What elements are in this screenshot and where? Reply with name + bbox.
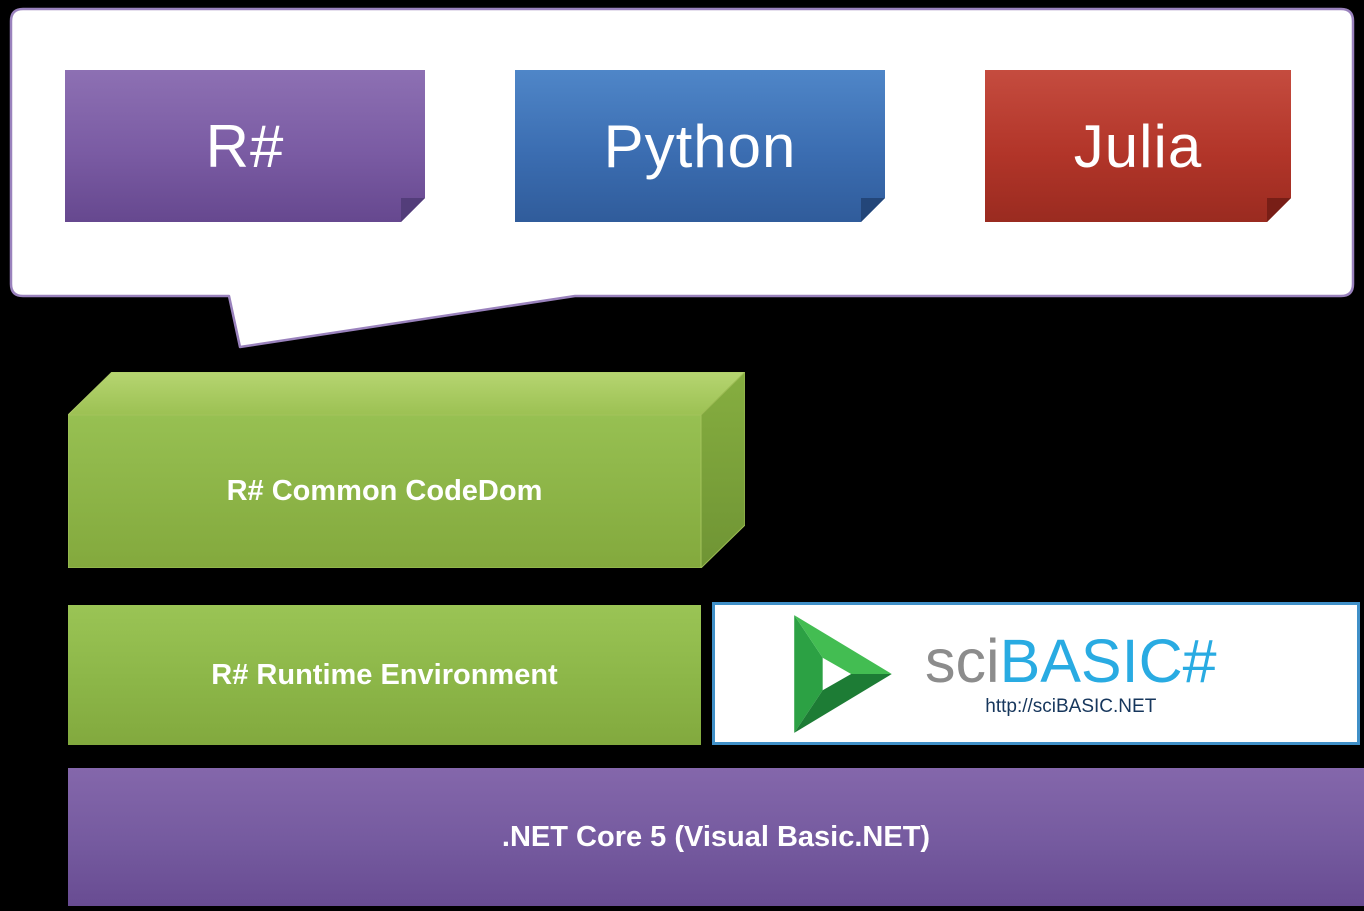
runtime-label: R# Runtime Environment: [211, 658, 558, 691]
scibasic-wordmark-block: sciBASIC# http://sciBASIC.NET: [925, 629, 1217, 717]
language-box-python: Python: [515, 70, 885, 222]
scibasic-wordmark: sciBASIC#: [925, 629, 1217, 693]
scibasic-wordmark-hash: #: [1182, 627, 1217, 696]
scibasic-logo-icon: [794, 614, 892, 733]
language-label-python: Python: [603, 112, 797, 180]
scibasic-panel: sciBASIC# http://sciBASIC.NET: [712, 602, 1360, 745]
scibasic-url: http://sciBASIC.NET: [985, 695, 1157, 717]
language-label-rsharp: R#: [205, 112, 285, 180]
language-box-julia: Julia: [985, 70, 1291, 222]
codedom-3d-faces: [66, 370, 747, 570]
codedom-3d-box: R# Common CodeDom: [66, 370, 747, 570]
language-label-julia: Julia: [1073, 112, 1203, 180]
dotnet-label: .NET Core 5 (Visual Basic.NET): [501, 820, 931, 853]
runtime-box: R# Runtime Environment: [68, 605, 701, 745]
language-box-rsharp: R#: [65, 70, 425, 222]
codedom-label: R# Common CodeDom: [226, 475, 543, 507]
scibasic-wordmark-sci: sci: [925, 627, 1000, 696]
scibasic-wordmark-basic: BASIC: [999, 627, 1183, 696]
dotnet-bar: .NET Core 5 (Visual Basic.NET): [68, 768, 1364, 906]
